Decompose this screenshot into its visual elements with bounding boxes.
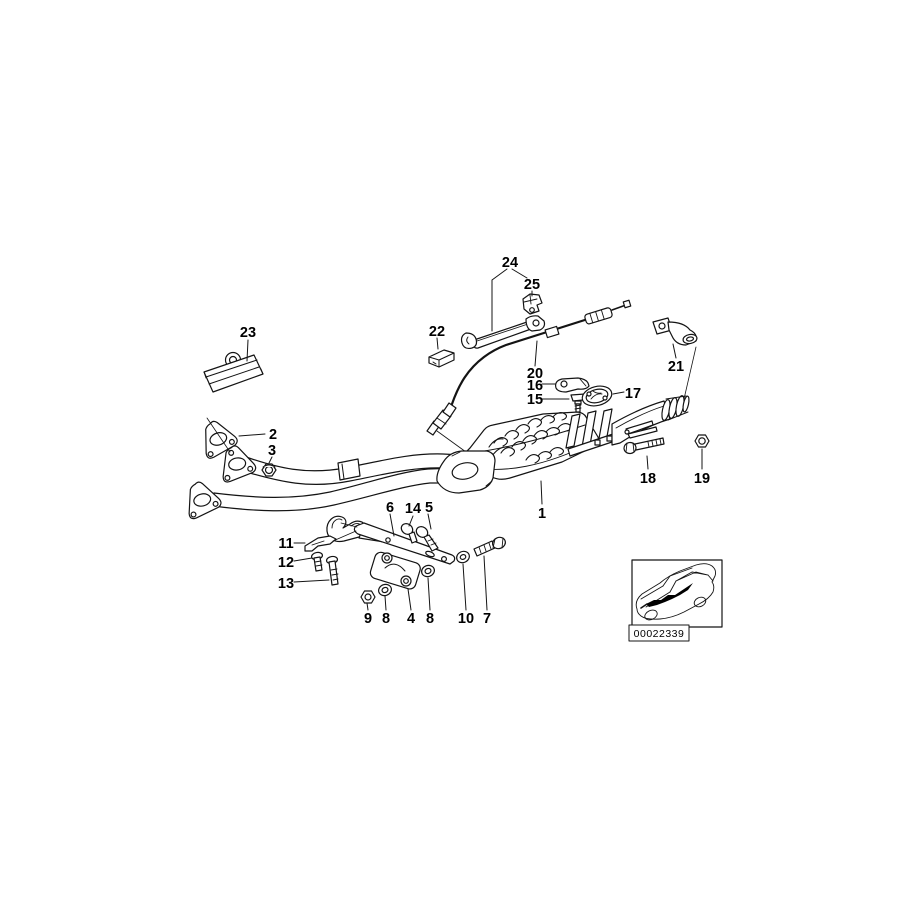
callout-20: 20 <box>527 366 543 382</box>
pipe-sleeve <box>337 458 361 481</box>
leader-6 <box>389 513 395 537</box>
leader-24b <box>511 268 528 279</box>
callout-8a: 8 <box>382 611 390 627</box>
callout-4: 4 <box>407 611 415 627</box>
callout-13: 13 <box>278 576 294 592</box>
bolt-5 <box>415 526 439 552</box>
callout-7: 7 <box>483 611 491 627</box>
leader-lines <box>238 268 703 611</box>
cable-bracket-24 <box>460 315 546 350</box>
image-code-text: 00022339 <box>634 628 685 640</box>
fork-bracket <box>624 420 658 439</box>
callout-1: 1 <box>538 506 546 522</box>
leader-2 <box>238 433 266 437</box>
gasket-flange-c <box>188 481 222 520</box>
bolt-13 <box>325 555 339 586</box>
leader-1 <box>540 480 543 505</box>
washer-8b <box>421 564 435 578</box>
callout-17: 17 <box>625 386 641 402</box>
image-code-plate: 00022339 <box>628 624 690 642</box>
callout-8b: 8 <box>426 611 434 627</box>
callout-2: 2 <box>269 427 277 443</box>
leader-10 <box>462 563 467 611</box>
lambda-sensor <box>426 299 632 453</box>
callout-16: 16 <box>527 378 543 394</box>
leader-8a <box>384 595 387 611</box>
leader-14 <box>408 515 414 527</box>
bolt-12 <box>310 551 324 572</box>
gasket-flange-b <box>222 445 257 483</box>
callout-18: 18 <box>640 471 656 487</box>
sensor-cable <box>450 310 612 406</box>
bracket-23 <box>203 351 264 393</box>
callout-11: 11 <box>278 536 293 552</box>
leader-4 <box>407 588 412 611</box>
leader-17 <box>612 391 625 395</box>
rib-fins <box>565 408 619 457</box>
callout-10: 10 <box>458 611 474 627</box>
washer-8a <box>378 583 392 597</box>
leader-3 <box>268 456 273 464</box>
rubber-grommet-17 <box>581 385 613 407</box>
bracket-21 <box>652 317 698 346</box>
clip-22 <box>428 349 455 368</box>
callout-22: 22 <box>429 324 445 340</box>
callout-24: 24 <box>502 255 518 271</box>
callout-25: 25 <box>524 277 540 293</box>
callout-5: 5 <box>425 500 433 516</box>
catalytic-converter <box>436 395 690 494</box>
leader-7 <box>483 555 488 611</box>
leader-24 <box>491 268 508 332</box>
mount-plate-4 <box>369 551 421 590</box>
clip-25 <box>522 293 543 315</box>
leader-9 <box>366 602 369 611</box>
callout-9: 9 <box>364 611 372 627</box>
callout-19: 19 <box>694 471 710 487</box>
nut-3 <box>261 463 277 477</box>
leader-23 <box>246 339 249 362</box>
exhaust-highlight <box>646 583 693 607</box>
leader-12 <box>293 557 313 562</box>
leader-20 <box>534 340 538 367</box>
callout-23: 23 <box>240 325 256 341</box>
screw-15 <box>570 393 586 413</box>
car-location-thumbnail <box>631 559 723 628</box>
support-bar-6 <box>353 522 456 565</box>
callout-labels: 24 25 22 23 21 20 16 15 17 2 3 18 19 1 6… <box>240 255 710 627</box>
alignment-lines <box>206 346 697 542</box>
bolt-7 <box>473 536 506 557</box>
inlet-flange <box>436 450 496 494</box>
leader-5 <box>427 513 432 530</box>
callout-6: 6 <box>386 500 394 516</box>
nut-9 <box>360 590 376 604</box>
leader-21 <box>672 343 677 359</box>
leader-13 <box>293 579 330 583</box>
bracket-11 <box>304 535 337 552</box>
callout-21: 21 <box>668 359 684 375</box>
washer-10 <box>456 550 470 564</box>
bracket-16 <box>555 377 590 393</box>
callout-12: 12 <box>278 555 294 571</box>
callout-15: 15 <box>527 392 543 408</box>
leader-22 <box>436 337 439 350</box>
leader-18 <box>646 455 649 470</box>
tail-pipe <box>611 395 690 446</box>
callout-14: 14 <box>405 501 421 517</box>
leader-8b <box>427 577 431 611</box>
bolt-18 <box>623 437 665 455</box>
nut-19 <box>694 434 710 448</box>
callout-3: 3 <box>268 443 276 459</box>
